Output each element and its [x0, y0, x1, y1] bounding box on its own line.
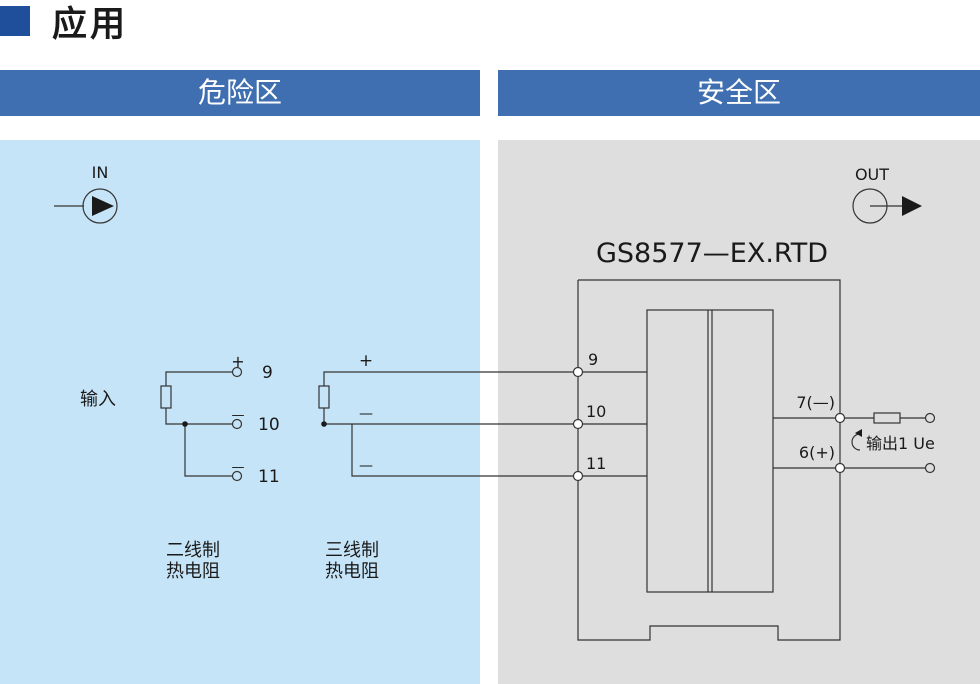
rtd-three-wire-resistor — [318, 385, 330, 409]
two-wire-junction-dot — [182, 421, 188, 427]
three-wire-lead-bottom — [351, 424, 578, 477]
input-label: 输入 — [80, 389, 116, 410]
page-title: 应用 — [52, 5, 129, 45]
out-label: OUT — [855, 165, 889, 184]
output-signal-label: 输出1 Ue — [866, 434, 935, 453]
device-terminal-9 — [572, 366, 584, 378]
device-terminal-11-label: 11 — [586, 454, 606, 473]
three-wire-junction-dot — [321, 421, 327, 427]
safe-zone-header: 安全区 — [498, 70, 980, 116]
device-terminal-11 — [572, 470, 584, 482]
device-terminal-9-label: 9 — [588, 350, 598, 369]
output-terminal-bottom — [924, 462, 936, 474]
two-wire-caption-line1: 二线制 — [166, 540, 220, 561]
three-wire-sign-minus-10: — — [359, 406, 373, 422]
device-model: GS8577—EX.RTD — [596, 238, 828, 269]
device-frame — [577, 279, 841, 641]
output-terminal-7-label: 7(—) — [796, 393, 835, 412]
three-wire-caption-line1: 三线制 — [325, 540, 379, 561]
device-terminal-10 — [572, 418, 584, 430]
rtd-two-wire-resistor — [160, 385, 172, 409]
hazardous-zone-header: 危险区 — [0, 70, 480, 116]
two-wire-terminal-11-label: 11 — [258, 467, 280, 487]
two-wire-terminal-10-label: 10 — [258, 415, 280, 435]
two-wire-sign-plus: + — [231, 352, 244, 371]
two-wire-terminal-11 — [231, 470, 243, 482]
in-circle — [82, 188, 118, 224]
output-terminal-6-label: 6(+) — [799, 443, 835, 462]
three-wire-caption-line2: 热电阻 — [325, 561, 379, 582]
output-load-resistor — [873, 412, 901, 424]
loop-arrowhead-icon — [855, 429, 862, 437]
two-wire-lead-bottom — [184, 424, 232, 477]
three-wire-lead-top — [323, 371, 578, 386]
out-arrow-icon — [902, 196, 922, 216]
two-wire-lead-top — [165, 371, 232, 386]
two-wire-terminal-10 — [231, 418, 243, 430]
hazardous-zone-panel — [0, 140, 480, 684]
two-wire-caption-line2: 热电阻 — [166, 561, 220, 582]
two-wire-sign-minus-10: — — [232, 408, 245, 423]
two-wire-terminal-9 — [231, 366, 243, 378]
title-marker — [0, 6, 30, 36]
output-loop-arrow — [851, 433, 861, 451]
output-terminal-top — [924, 412, 936, 424]
two-wire-lead-mid — [165, 408, 232, 425]
three-wire-sign-plus: + — [359, 351, 373, 371]
two-wire-sign-minus-11: — — [232, 460, 245, 475]
device-terminal-6 — [834, 462, 846, 474]
two-wire-terminal-9-label: 9 — [262, 363, 273, 383]
in-arrow-icon — [92, 196, 114, 216]
device-terminal-7 — [834, 412, 846, 424]
device-module — [646, 309, 774, 593]
device-terminal-10-label: 10 — [586, 402, 606, 421]
three-wire-sign-minus-11: — — [359, 458, 373, 474]
in-label: IN — [92, 163, 109, 182]
